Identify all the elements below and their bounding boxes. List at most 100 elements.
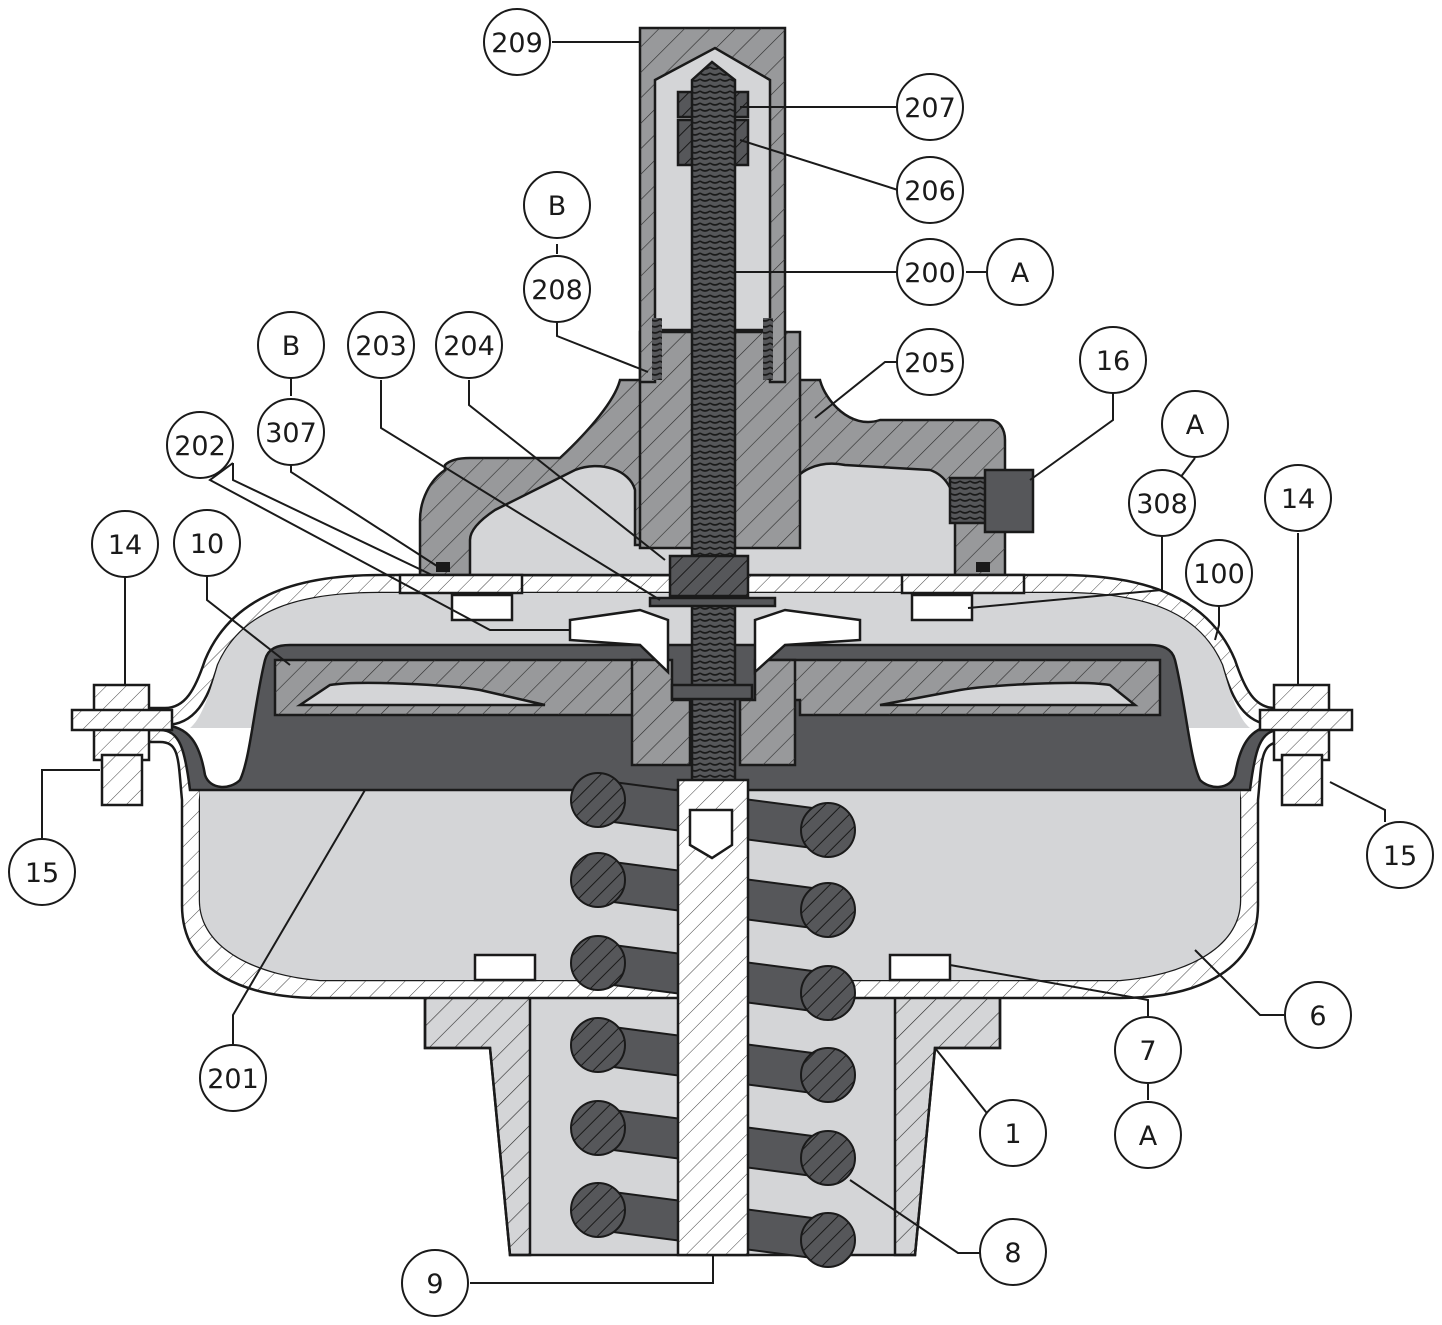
callout-a1: A <box>986 238 1054 306</box>
callout-circle <box>979 1218 1047 1286</box>
callout-circle <box>347 311 415 379</box>
callout-circle <box>1264 464 1332 532</box>
callout-a2: A <box>1161 390 1229 458</box>
callout-label: 15 <box>1383 841 1417 872</box>
spring-coil-section <box>800 1212 856 1268</box>
callout-16: 16 <box>1079 326 1147 394</box>
callout-9: 9 <box>401 1249 469 1317</box>
spring-coil-section <box>570 935 626 991</box>
callout-1: 1 <box>979 1099 1047 1167</box>
callout-circle <box>986 238 1054 306</box>
callout-label: B <box>548 191 567 222</box>
callout-label: 16 <box>1096 346 1130 377</box>
callout-circle <box>173 509 241 577</box>
callout-circle <box>896 328 964 396</box>
spring-coil-section <box>800 965 856 1021</box>
callout-307: 307 <box>257 398 325 466</box>
callout-label: 206 <box>904 176 956 207</box>
callout-14r: 14 <box>1264 464 1332 532</box>
callout-circle <box>166 411 234 479</box>
callout-label: 208 <box>531 275 583 306</box>
callout-label: 100 <box>1193 559 1245 590</box>
callout-circle <box>896 73 964 141</box>
callout-label: 9 <box>426 1269 443 1300</box>
callout-circle <box>483 8 551 76</box>
callout-circle <box>1366 821 1434 889</box>
callout-202: 202 <box>166 411 234 479</box>
callout-circle <box>8 838 76 906</box>
spring-coil-section <box>570 1017 626 1073</box>
callout-circle <box>523 255 591 323</box>
callout-308: 308 <box>1128 469 1196 537</box>
spring-coil-section <box>800 802 856 858</box>
callout-circle <box>896 238 964 306</box>
callout-label: B <box>282 331 301 362</box>
callout-label: 7 <box>1139 1036 1156 1067</box>
callout-14l: 14 <box>91 510 159 578</box>
callout-circle <box>257 398 325 466</box>
callout-205: 205 <box>896 328 964 396</box>
callout-label: 8 <box>1004 1238 1021 1269</box>
callout-label: 201 <box>207 1064 259 1095</box>
callout-label: A <box>1011 258 1030 289</box>
callout-207: 207 <box>896 73 964 141</box>
callout-208: 208 <box>523 255 591 323</box>
spring-coil-section <box>800 882 856 938</box>
callout-label: 205 <box>904 348 956 379</box>
callout-circle <box>257 311 325 379</box>
callout-label: 308 <box>1136 489 1188 520</box>
callout-label: 307 <box>265 418 317 449</box>
spring-washer <box>568 608 862 675</box>
spring-coil-section <box>570 852 626 908</box>
callout-circle <box>199 1044 267 1112</box>
callout-15l: 15 <box>8 838 76 906</box>
callout-circle <box>979 1099 1047 1167</box>
callout-label: 202 <box>174 431 226 462</box>
callout-circle <box>1185 539 1253 607</box>
callout-circle <box>1114 1016 1182 1084</box>
case-bolts-upper <box>398 562 1026 622</box>
lower-bolts <box>473 953 952 982</box>
callout-label: 204 <box>443 331 495 362</box>
adjusting-screw <box>690 60 737 802</box>
callout-label: A <box>1139 1121 1158 1152</box>
callout-6: 6 <box>1284 981 1352 1049</box>
spring-coil-section <box>570 1100 626 1156</box>
spring-plate-hub <box>630 554 797 767</box>
callout-circle <box>1079 326 1147 394</box>
vent-plug <box>948 468 1035 534</box>
callout-206: 206 <box>896 156 964 224</box>
callout-label: 200 <box>904 258 956 289</box>
callout-a3: A <box>1114 1101 1182 1169</box>
callout-label: A <box>1186 410 1205 441</box>
leader-lines <box>41 41 1386 1284</box>
callout-circle <box>435 311 503 379</box>
callout-label: 6 <box>1309 1001 1326 1032</box>
callout-209: 209 <box>483 8 551 76</box>
spring-coil-section <box>570 1182 626 1238</box>
spring-coil-section <box>570 772 626 828</box>
callout-10: 10 <box>173 509 241 577</box>
callout-circle <box>1128 469 1196 537</box>
callout-200: 200 <box>896 238 964 306</box>
callout-201: 201 <box>199 1044 267 1112</box>
callout-circle <box>91 510 159 578</box>
callout-circle <box>523 171 591 239</box>
callout-label: 203 <box>355 331 407 362</box>
stem <box>676 778 750 1257</box>
diaphragm-plate <box>273 658 1162 717</box>
spring-coil-section <box>800 1130 856 1186</box>
callout-label: 207 <box>904 93 956 124</box>
callout-circle <box>1284 981 1352 1049</box>
callout-100: 100 <box>1185 539 1253 607</box>
callout-label: 10 <box>190 529 224 560</box>
callout-b1: B <box>523 171 591 239</box>
callout-8: 8 <box>979 1218 1047 1286</box>
callout-label: 1 <box>1004 1119 1021 1150</box>
callout-7: 7 <box>1114 1016 1182 1084</box>
flange-bolts <box>70 683 1354 807</box>
callout-circle <box>896 156 964 224</box>
